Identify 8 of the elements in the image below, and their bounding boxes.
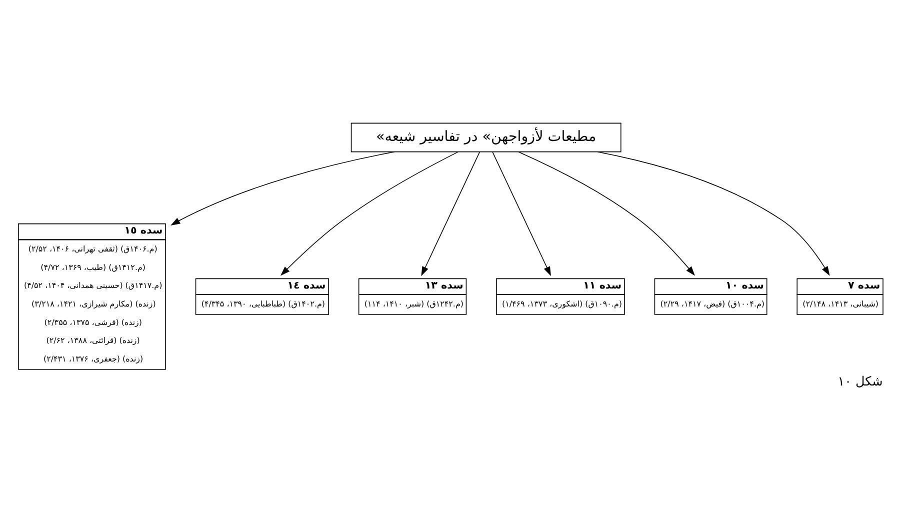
arrow <box>421 151 480 276</box>
arrow <box>170 150 395 225</box>
arrow <box>492 151 551 276</box>
arrow <box>518 150 695 276</box>
arrow <box>280 151 458 276</box>
arrow <box>597 150 830 276</box>
node-box: «مطیعات لأزواجهن» در تفاسیر شیعه <box>350 122 622 152</box>
caption: شکل ۱۰ <box>838 373 883 388</box>
